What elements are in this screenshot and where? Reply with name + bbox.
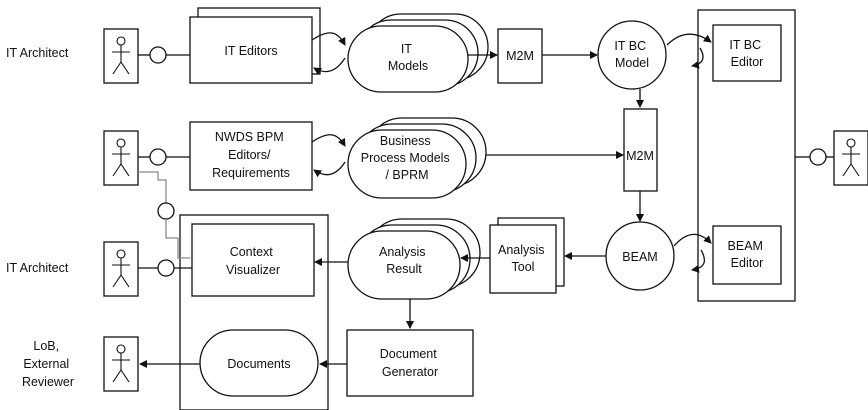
context-visualizer-box bbox=[191, 223, 315, 297]
m2m-top-box bbox=[497, 28, 543, 84]
actor-icon bbox=[103, 130, 139, 186]
nwds-bpm-editors-label: NWDS BPM Editors/ Requirements bbox=[212, 130, 290, 180]
beam-label: BEAM bbox=[622, 250, 657, 264]
analysis-result-box bbox=[347, 230, 461, 300]
actor-label-lob: LoB, External Reviewer bbox=[22, 339, 74, 389]
context-visualizer-label: Context Visualizer bbox=[226, 245, 280, 277]
nwds-bpm-editors-box bbox=[189, 121, 313, 191]
actor-icon bbox=[833, 130, 868, 186]
it-bc-editor-box bbox=[712, 24, 782, 82]
analysis-tool-box bbox=[489, 224, 557, 294]
beam-editor-label: BEAM Editor bbox=[728, 239, 767, 270]
it-bc-editor-label: IT BC Editor bbox=[729, 38, 764, 69]
interface-port bbox=[149, 46, 167, 64]
analysis-tool-label: Analysis Tool bbox=[498, 243, 548, 274]
actor-label-it-architect-top: IT Architect bbox=[6, 46, 69, 60]
beam-editor-box bbox=[712, 225, 782, 285]
it-editors-box bbox=[189, 16, 313, 84]
it-bc-model-circle bbox=[597, 20, 667, 90]
analysis-result-label: Analysis Result bbox=[379, 245, 429, 276]
m2m-mid-label: M2M bbox=[626, 149, 654, 163]
interface-port bbox=[809, 148, 827, 166]
it-editors-label: IT Editors bbox=[224, 44, 277, 58]
it-bc-model-label: IT BC Model bbox=[614, 39, 649, 70]
document-generator-label: Document Generator bbox=[380, 347, 440, 379]
interface-port bbox=[157, 259, 175, 277]
interface-port bbox=[157, 202, 175, 220]
actor-label-it-architect-mid: IT Architect bbox=[6, 261, 69, 275]
document-generator-box bbox=[346, 329, 474, 397]
business-process-models-label: Business Process Models / BPRM bbox=[361, 134, 453, 182]
documents-box bbox=[199, 329, 319, 397]
it-models-label: IT Models bbox=[388, 42, 428, 73]
m2m-mid-box bbox=[623, 108, 658, 192]
it-models-box bbox=[347, 25, 469, 93]
m2m-top-label: M2M bbox=[506, 49, 534, 63]
business-process-models-box bbox=[347, 129, 467, 199]
actor-icon bbox=[103, 241, 139, 297]
documents-label: Documents bbox=[227, 357, 290, 371]
interface-port bbox=[149, 148, 167, 166]
actor-icon bbox=[103, 336, 139, 392]
actor-icon bbox=[103, 28, 139, 84]
